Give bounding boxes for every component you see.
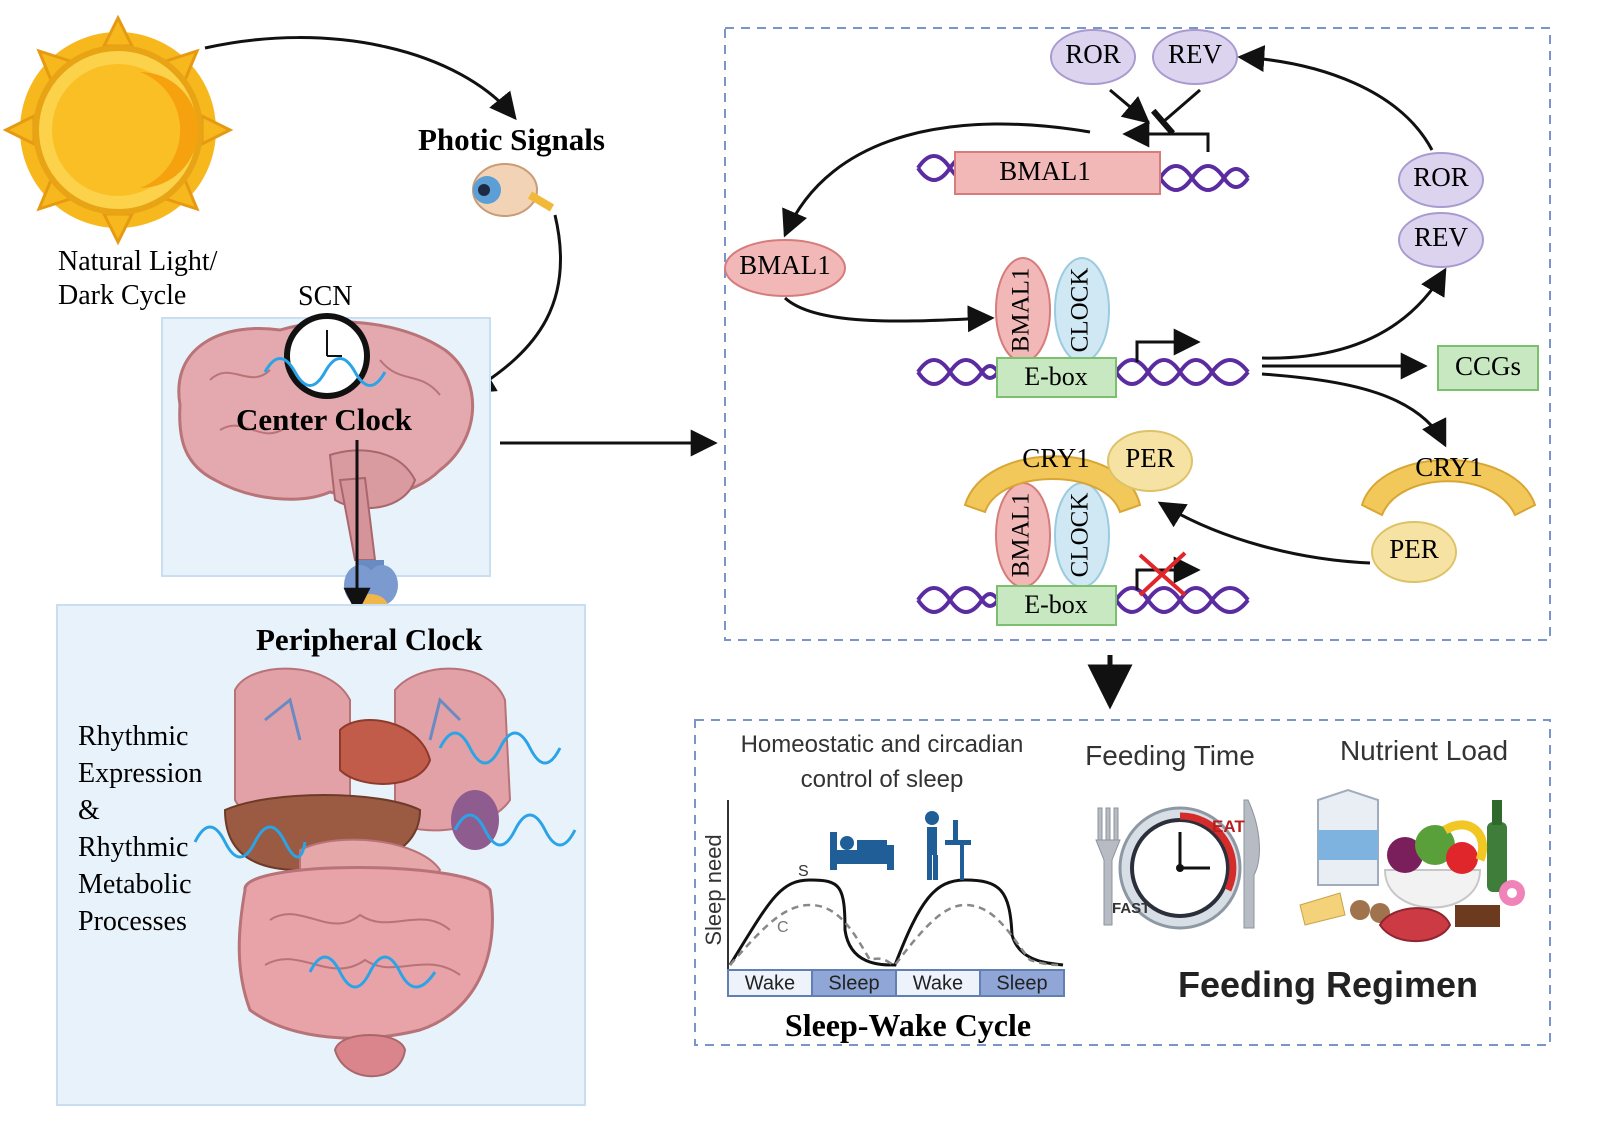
- nutrient-load-label: Nutrient Load: [1340, 735, 1508, 766]
- sun-label-line2: Dark Cycle: [58, 280, 186, 311]
- per-right: [1371, 521, 1457, 583]
- per-bound-label: PER: [1125, 443, 1175, 473]
- ror-right-label: ROR: [1413, 162, 1469, 192]
- ccgs-label: CCGs: [1455, 351, 1521, 381]
- arrow-to-ror-rev: [1261, 267, 1447, 360]
- rev-top: REV: [1152, 29, 1238, 85]
- bmal1-protein: [724, 239, 846, 297]
- arrow-cry-per-return: [1157, 501, 1371, 565]
- cry1-bound-label: CRY1: [1022, 443, 1090, 473]
- arrow-rev-inhibit: [1150, 88, 1201, 136]
- ccgs-box: [1437, 345, 1539, 391]
- sun-icon: [2, 14, 234, 246]
- rev-right-label: REV: [1414, 222, 1469, 252]
- ebox-2-transcription-arrow: [1135, 556, 1201, 590]
- photic-signals-label: Photic Signals: [418, 122, 605, 157]
- standing-desk-icon: [925, 811, 971, 880]
- ebox-1: [996, 357, 1117, 398]
- sleep-wake-cycle-label: Sleep-Wake Cycle: [785, 1007, 1031, 1043]
- knife-icon: [1243, 799, 1260, 929]
- fork-icon: [1095, 807, 1121, 926]
- rhythm-line-2: Expression: [78, 758, 202, 789]
- cry1-bound: [963, 455, 1142, 514]
- center-clock-label: Center Clock: [236, 402, 413, 437]
- outputs-panel: [694, 719, 1551, 1046]
- organ-waves: [193, 731, 577, 989]
- curve-c-label: C: [777, 919, 789, 936]
- wake-label-1: Wake: [745, 972, 795, 994]
- sleep-title-line2: control of sleep: [801, 766, 964, 793]
- ror-top-label: ROR: [1065, 39, 1121, 69]
- peripheral-clock-label: Peripheral Clock: [256, 622, 483, 657]
- dna-strand-2: [916, 358, 1250, 386]
- sleep-curve-s: [728, 878, 1064, 967]
- ror-right: ROR: [1398, 152, 1484, 208]
- organs-icon: [223, 667, 512, 1078]
- feeding-regimen-label: Feeding Regimen: [1178, 964, 1478, 1005]
- wake-label-2: Wake: [913, 972, 963, 994]
- clock-bound-2-label: CLOCK: [1067, 493, 1094, 578]
- arrow-ror-rev-feedback: [1237, 45, 1434, 151]
- feeding-time-label: Feeding Time: [1085, 740, 1255, 771]
- rhythm-text: Rhythmic Expression & Rhythmic Metabolic…: [78, 721, 202, 937]
- scn-label: SCN: [298, 281, 352, 312]
- sleep-label-2: Sleep: [996, 972, 1047, 994]
- clock-icon: [1118, 806, 1242, 930]
- per-bound: [1107, 430, 1193, 492]
- bed-icon: [830, 832, 894, 870]
- arrow-ror-activate: [1109, 88, 1151, 124]
- rhythm-line-3: &: [78, 795, 100, 826]
- cry1-right-label: CRY1: [1415, 452, 1483, 482]
- sleep-label-1: Sleep: [828, 972, 879, 994]
- bmal1-promoter-arrow: [1122, 120, 1210, 152]
- eat-label: EAT: [1212, 817, 1245, 836]
- ebox-1-label: E-box: [1024, 362, 1088, 391]
- clock-bound-1-label: CLOCK: [1067, 268, 1094, 353]
- arrow-eye-to-brain: [467, 214, 563, 394]
- bmal1-bound-1-label: BMAL1: [1008, 268, 1035, 353]
- eye-icon: [472, 163, 555, 217]
- rhythm-line-6: Processes: [78, 906, 187, 937]
- sleep-curve-c: [729, 903, 1064, 967]
- bmal1-gene-box: [954, 151, 1161, 195]
- rhythm-line-1: Rhythmic: [78, 721, 188, 752]
- rhythm-line-4: Rhythmic: [78, 832, 188, 863]
- blocked-cross-icon: [1138, 551, 1187, 597]
- rhythm-line-5: Metabolic: [78, 869, 192, 900]
- bmal1-gene-label: BMAL1: [999, 156, 1091, 186]
- arrow-sun-to-photic: [204, 36, 517, 121]
- bmal1-bound-2-label: BMAL1: [1008, 493, 1035, 578]
- cry1-right: [1360, 459, 1537, 517]
- fast-label: FAST: [1112, 900, 1150, 917]
- sun-label-line1: Natural Light/: [58, 246, 218, 277]
- rev-top-label: REV: [1168, 39, 1223, 69]
- molecular-panel: [724, 27, 1551, 641]
- sleep-need-label: Sleep need: [701, 834, 726, 945]
- rev-right: REV: [1398, 212, 1484, 268]
- ror-top: ROR: [1050, 29, 1136, 85]
- sleep-bar: Wake Sleep Wake Sleep: [727, 969, 1065, 997]
- food-icon: [1299, 788, 1525, 943]
- scn-wave: [263, 357, 387, 387]
- sleep-title-line1: Homeostatic and circadian: [741, 731, 1024, 758]
- ebox-1-transcription-arrow: [1135, 328, 1201, 362]
- arrow-to-cry1: [1261, 372, 1447, 448]
- arrow-protein-to-complex: [783, 296, 995, 333]
- arrow-gene-to-protein: [782, 122, 1091, 238]
- bmal1-protein-label: BMAL1: [739, 250, 831, 280]
- per-right-label: PER: [1389, 534, 1439, 564]
- ebox-2-label: E-box: [1024, 590, 1088, 619]
- ebox-2: [996, 585, 1117, 626]
- curve-s-label: S: [798, 863, 809, 880]
- scn-clock-icon: [284, 313, 370, 399]
- dna-strand-3: [916, 586, 1250, 614]
- brain-icon: [177, 320, 475, 561]
